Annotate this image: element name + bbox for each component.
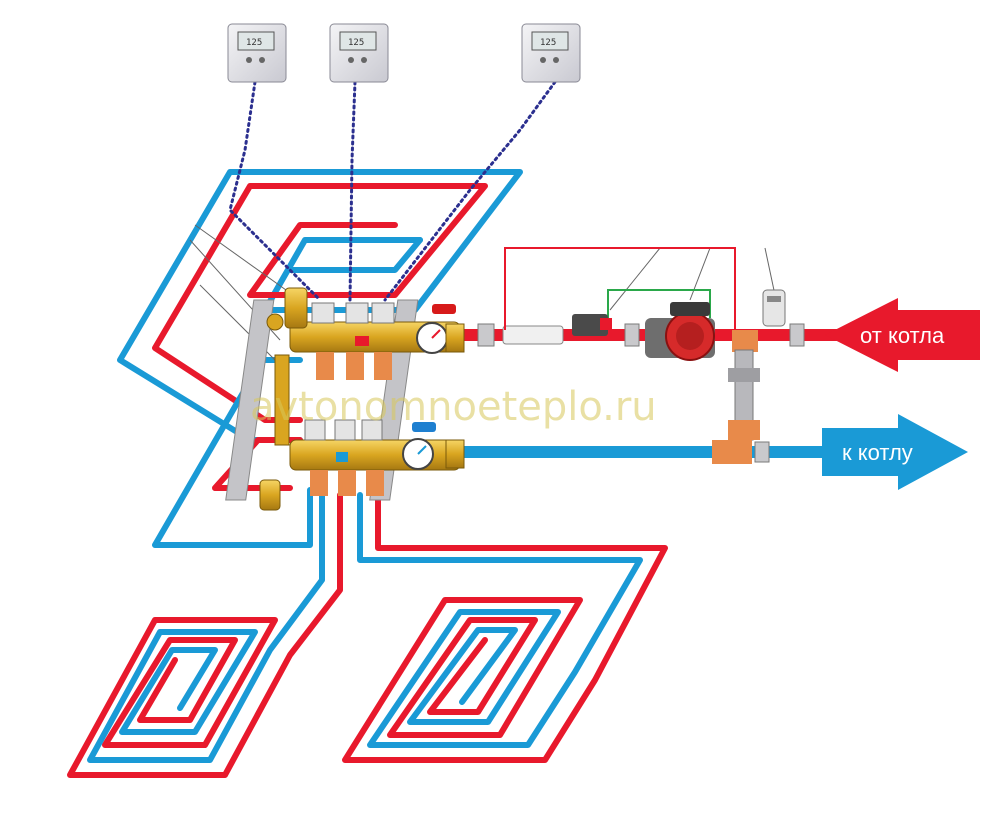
supply-union-1	[477, 323, 495, 347]
lower-left-heating-loop	[67, 492, 343, 778]
lower-right-cold-pipe	[357, 492, 643, 748]
manifold-bracket-left	[225, 299, 275, 501]
return-gauge	[402, 438, 434, 470]
supply-union-3	[789, 323, 805, 347]
return-arrow: к котлу	[822, 414, 968, 490]
watermark: avtonomnoeteplo.ru	[250, 384, 657, 430]
lower-left-hot-pipe	[67, 492, 343, 778]
supply-arrow-label: от котла	[860, 323, 945, 348]
air-vent-cap	[266, 313, 284, 331]
return-ball-valve	[412, 422, 465, 469]
return-flow-indicator	[336, 452, 348, 462]
drain-valve	[259, 479, 281, 511]
middle-loop-hot-pipe	[212, 437, 303, 491]
servo-drive	[572, 314, 612, 336]
bypass-line	[504, 247, 736, 330]
return-line	[460, 440, 840, 464]
thermostat-1-display: 125	[246, 38, 262, 48]
bypass-rod	[274, 354, 290, 446]
air-vent	[284, 287, 308, 329]
supply-union-2	[624, 323, 640, 347]
lower-left-cold-pipe	[87, 492, 325, 763]
wire-thermostat-2	[348, 80, 357, 302]
return-actuators	[304, 419, 383, 441]
thermostat-2-display: 125	[348, 38, 364, 48]
upper-heating-loop	[117, 169, 523, 443]
return-pipe	[460, 446, 840, 458]
wire-thermostat-3	[383, 80, 557, 302]
return-arrow-label: к котлу	[842, 440, 913, 465]
return-arrow-shape	[822, 414, 968, 490]
supply-actuators	[311, 302, 395, 324]
servo-wire	[607, 289, 711, 318]
room-thermostat-2: 125	[329, 23, 389, 83]
manifold	[225, 287, 465, 511]
return-manifold-bar	[289, 439, 461, 471]
lower-right-heating-loop	[342, 492, 668, 763]
supply-arrow-shape	[825, 298, 980, 372]
circulation-pump	[645, 302, 715, 361]
supply-ball-valve	[432, 304, 465, 353]
supply-filter	[502, 325, 564, 345]
supply-flow-indicator	[355, 336, 369, 346]
supply-gauge	[416, 322, 448, 354]
thermostatic-head	[762, 289, 786, 327]
lower-right-hot-pipe	[342, 492, 668, 763]
upper-loop-cold-inner	[287, 237, 423, 273]
room-thermostat-1: 125	[227, 23, 287, 83]
return-union	[754, 441, 770, 463]
return-outlets	[310, 470, 384, 496]
room-thermostat-3: 125	[521, 23, 581, 83]
thermostat-3-display: 125	[540, 38, 556, 48]
upper-loop-cold-pipe	[117, 169, 523, 443]
supply-arrow: от котла	[825, 298, 980, 372]
supply-outlets	[316, 352, 392, 380]
thermostat-wires	[228, 80, 557, 302]
return-tee	[712, 440, 752, 464]
wire-thermostat-1	[228, 80, 322, 302]
mixing-unit	[728, 330, 760, 441]
upper-loop-hot-pipe	[152, 183, 488, 423]
